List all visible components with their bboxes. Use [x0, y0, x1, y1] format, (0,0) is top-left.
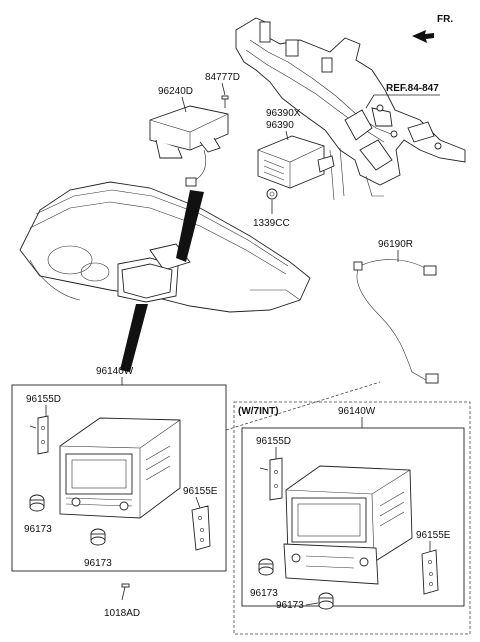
bracket-96155D-left — [29, 415, 49, 455]
cowl-crossmember-frame — [235, 17, 466, 201]
label-96140W-left: 96140W — [96, 366, 134, 377]
label-1339CC: 1339CC — [253, 218, 290, 229]
knob-96173-left-a — [29, 494, 45, 512]
head-unit-right — [283, 465, 413, 585]
screw-84777D — [221, 95, 229, 108]
head-unit-left — [59, 417, 181, 519]
label-84777D: 84777D — [205, 72, 240, 83]
bolt-1339CC — [266, 188, 278, 200]
variant-label: (W/7INT) — [238, 406, 279, 417]
cable-96190R — [353, 259, 439, 384]
label-96390: 96390 — [266, 120, 294, 131]
label-96155D-right: 96155D — [256, 436, 291, 447]
knob-96173-left-b — [90, 528, 106, 546]
knob-96173-right-b — [318, 592, 334, 610]
label-96155D-left: 96155D — [26, 394, 61, 405]
label-96140W-right: 96140W — [338, 406, 376, 417]
bracket-96155D-right — [259, 457, 283, 501]
head-unit-7int-group-box — [241, 427, 465, 607]
front-direction-indicator: FR. — [412, 14, 453, 43]
pointer-to-96240D — [176, 190, 204, 262]
module-96390 — [257, 135, 335, 189]
reference-label: REF.84-847 — [386, 83, 439, 94]
connection-leader — [225, 381, 381, 431]
label-1018AD: 1018AD — [104, 608, 140, 619]
bracket-96155E-right — [421, 549, 439, 595]
label-96173-left-a: 96173 — [24, 524, 52, 535]
front-arrow-icon — [412, 30, 434, 43]
label-96173-right-a: 96173 — [250, 588, 278, 599]
bracket-96155E-left — [191, 505, 211, 551]
label-96155E-right: 96155E — [416, 530, 451, 541]
instrument-panel — [19, 181, 311, 313]
label-96190R: 96190R — [378, 239, 413, 250]
label-96173-left-b: 96173 — [84, 558, 112, 569]
variant-dashed-box — [233, 401, 471, 635]
screw-1018AD — [121, 583, 130, 601]
pointer-to-head-unit — [120, 304, 148, 372]
label-96240D: 96240D — [158, 86, 193, 97]
label-96390X: 96390X — [266, 108, 301, 119]
label-96173-right-b: 96173 — [276, 600, 304, 611]
label-96155E-left: 96155E — [183, 486, 218, 497]
knob-96173-right-a — [258, 558, 274, 576]
head-unit-group-box — [11, 384, 227, 572]
front-label: FR. — [437, 14, 453, 25]
module-96240D — [149, 105, 229, 187]
